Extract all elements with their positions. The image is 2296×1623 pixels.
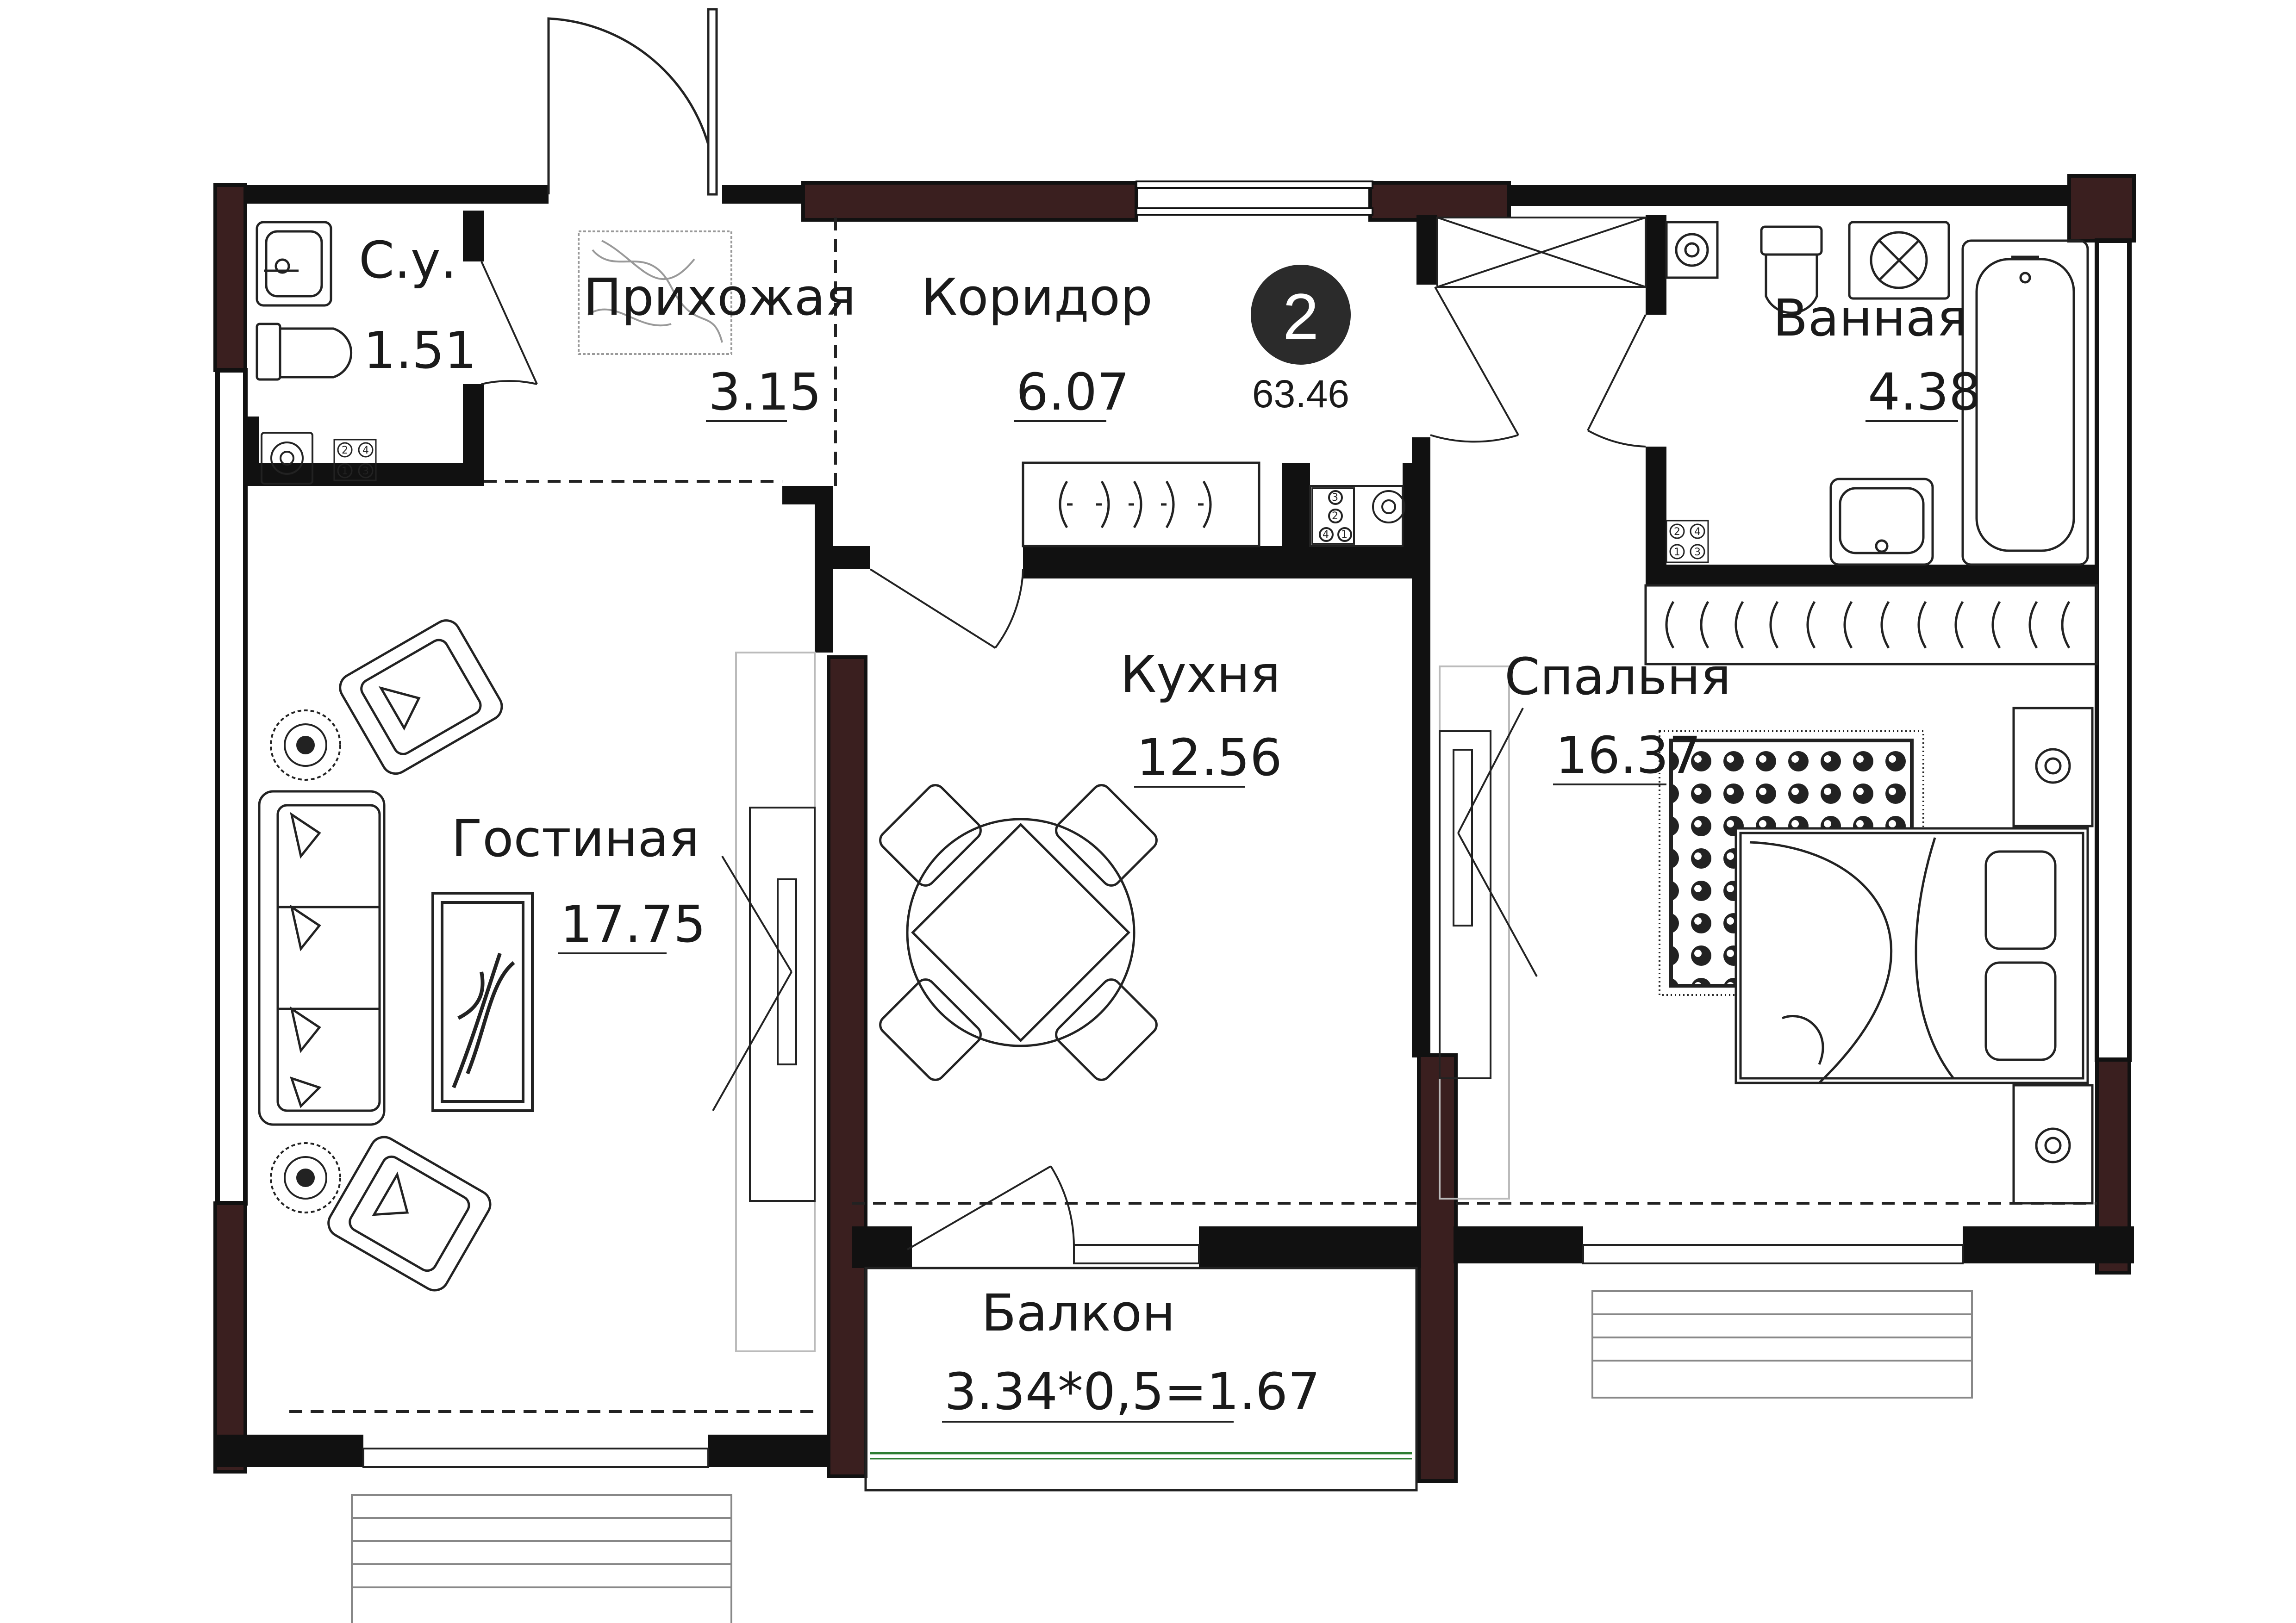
kitchen-stove-num-1: 3 xyxy=(1332,492,1338,504)
stove-icon xyxy=(1665,221,1719,279)
stove-numbers xyxy=(333,439,377,481)
stove-num-1: 2 xyxy=(342,445,348,456)
bedroom-area: 16.37 xyxy=(1555,726,1701,785)
living-label: Гостиная xyxy=(451,809,699,868)
stove-icon xyxy=(261,432,313,485)
balcony-label: Балкон xyxy=(981,1283,1175,1343)
kitchen-stove-num-2: 2 xyxy=(1332,510,1338,522)
total-area: 63.46 xyxy=(1252,372,1349,416)
door-swing-icon xyxy=(906,1165,1075,1250)
room-count: 2 xyxy=(1283,280,1319,353)
stove-numbers xyxy=(1666,520,1709,563)
vent-shaft xyxy=(1436,217,1647,288)
window-icon xyxy=(351,1244,1973,1623)
door-swing-icon xyxy=(869,568,1024,649)
armchair-icon xyxy=(327,1136,492,1292)
bathtub-icon xyxy=(1961,239,2089,566)
wardrobe-icon xyxy=(1644,584,2098,665)
stove-num-3: 1 xyxy=(342,466,348,477)
bath-stove-num-4: 3 xyxy=(1694,547,1701,558)
bathroom-label: Ванная xyxy=(1773,288,1967,348)
small-bathroom: 2 4 1 3 xyxy=(256,221,538,485)
entrance-door-icon xyxy=(547,8,718,196)
bathroom-fixtures xyxy=(1665,221,2089,566)
tv-cabinet-icon xyxy=(712,652,816,1352)
balcony xyxy=(864,1267,1418,1492)
sink-icon xyxy=(1829,478,1934,566)
kitchen-stove-num-4: 1 xyxy=(1341,529,1348,541)
door-swing-icon xyxy=(480,261,538,385)
living-area: 17.75 xyxy=(560,895,706,954)
bathroom-small-area: 1.51 xyxy=(363,321,477,380)
plant-icon xyxy=(270,709,341,1213)
tv-cabinet-icon xyxy=(1439,665,1538,1200)
dining-chair-icon xyxy=(879,784,1158,1081)
room-labels: С.у. 1.51 Прихожая 3.15 Коридор 6.07 Ван… xyxy=(359,230,1981,1423)
stove-num-2: 4 xyxy=(362,445,369,456)
toilet-icon xyxy=(256,323,353,381)
bedroom-label: Спальня xyxy=(1504,647,1731,706)
sink-icon xyxy=(256,221,332,307)
corridor-area: 6.07 xyxy=(1016,362,1129,422)
corridor-label: Коридор xyxy=(921,267,1153,327)
bath-stove-num-3: 1 xyxy=(1674,547,1680,558)
balcony-area: 3.34*0,5=1.67 xyxy=(944,1362,1320,1421)
door-swing-icon xyxy=(1430,286,1519,443)
kitchen-label: Кухня xyxy=(1120,645,1280,704)
washing-machine-icon xyxy=(1848,221,1950,300)
bathroom-small-label: С.у. xyxy=(359,230,457,290)
bed-icon xyxy=(1734,827,2089,1084)
bath-stove-num-1: 2 xyxy=(1674,526,1680,538)
bathroom-area: 4.38 xyxy=(1868,362,1981,422)
wardrobe-icon xyxy=(1022,461,1260,547)
stove-num-4: 3 xyxy=(362,466,369,477)
nightstand-icon xyxy=(2012,707,2094,1205)
hallway-area: 3.15 xyxy=(708,362,822,422)
room-count-badge xyxy=(1251,265,1351,365)
room-dividers xyxy=(289,218,2097,1413)
dining-table-icon xyxy=(906,818,1136,1047)
kitchen-stove-num-3: 4 xyxy=(1323,529,1329,541)
kitchen-area: 12.56 xyxy=(1136,728,1282,787)
coffee-table-icon xyxy=(431,892,534,1112)
door-swing-icon xyxy=(1587,314,1647,448)
rug-icon xyxy=(578,230,732,355)
sofa-icon xyxy=(258,790,386,1126)
toilet-icon xyxy=(1760,225,1823,314)
walls xyxy=(213,174,2136,1483)
hallway-label: Прихожая xyxy=(583,267,856,327)
stove-icon xyxy=(1309,485,1405,547)
armchair-icon xyxy=(339,619,503,775)
bath-stove-num-2: 4 xyxy=(1694,526,1701,538)
